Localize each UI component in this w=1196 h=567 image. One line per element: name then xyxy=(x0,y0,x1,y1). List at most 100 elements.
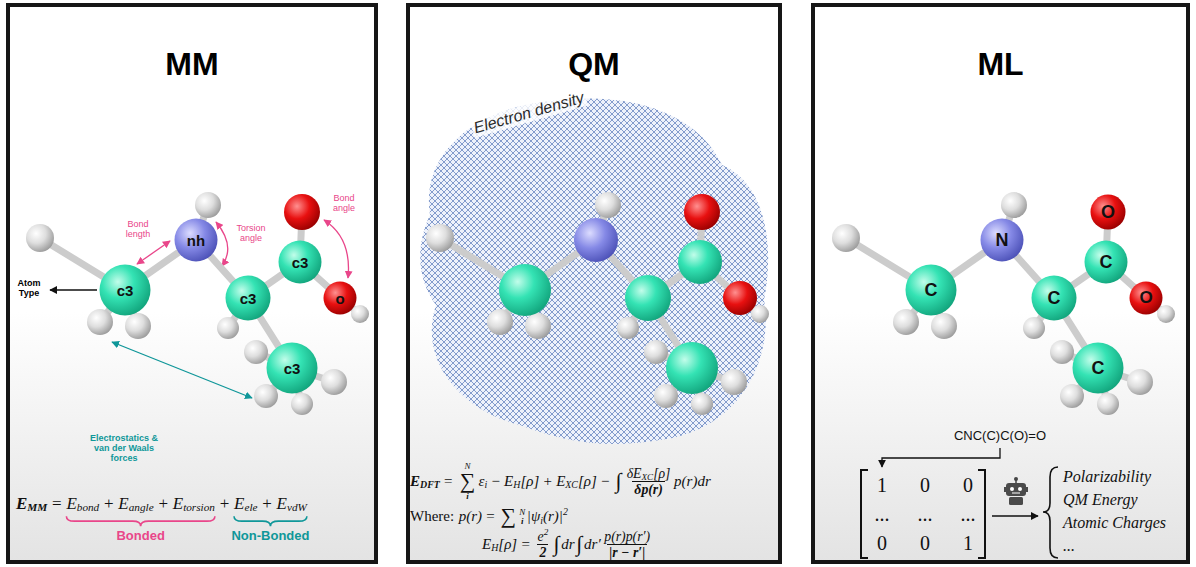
sphere-fill xyxy=(1130,282,1163,315)
formula-token: i xyxy=(540,515,543,526)
atom-sphere: c3 xyxy=(278,240,322,284)
fraction: p(r)p(r′)|r − r′| xyxy=(602,529,652,560)
text-label: CNC(C)C(O)=O xyxy=(954,428,1046,443)
density-ground xyxy=(420,99,768,444)
formula-token: + xyxy=(543,473,551,490)
atom-sphere: o xyxy=(323,281,357,315)
formula-token: ∑ xyxy=(501,506,517,528)
text-label: Bond length xyxy=(122,220,154,240)
text-label: QM Energy xyxy=(1063,491,1138,509)
atom-label: C xyxy=(1100,252,1113,273)
bond-stick xyxy=(315,275,329,288)
heavy-atoms xyxy=(499,194,757,394)
formula-token: [ρ] xyxy=(653,466,670,481)
atom-label: o xyxy=(335,290,344,307)
atom-sphere: C xyxy=(1072,342,1124,394)
formula-token: E xyxy=(410,473,420,490)
formula-line: EMM=Ebond+Eangle+Etorsion+Eele+EvdW xyxy=(16,494,307,514)
atom-label: c3 xyxy=(117,282,134,299)
formula-token: p(r)dr xyxy=(674,473,711,490)
oxygen-atom xyxy=(284,194,320,230)
hydrogen-atoms xyxy=(832,192,1175,415)
formula-token: E xyxy=(66,494,76,514)
bond-stick xyxy=(1015,255,1040,282)
atom-label: c3 xyxy=(292,254,309,271)
bond-stick xyxy=(209,255,234,282)
panel-ground xyxy=(811,3,1190,564)
formula-line: EDFT=N∑iεi−EH[ρ]+EXC[ρ]−∫δEXC[ρ]δp(r)p(r… xyxy=(410,462,711,501)
robot-icon xyxy=(1004,477,1028,505)
text-label: 0 xyxy=(963,474,973,497)
formula-slot: |r − r′| xyxy=(607,544,647,560)
limits-stack: N∑i xyxy=(458,462,477,501)
formula-token: bond xyxy=(77,501,99,514)
formula-token: δp(r) xyxy=(634,482,663,497)
formula-slot: N xyxy=(465,462,471,471)
density-mesh xyxy=(420,99,768,444)
sphere-fill xyxy=(981,219,1024,262)
formula-token: ele xyxy=(244,501,257,514)
formula-token: angle xyxy=(129,501,154,514)
formula-line: EH[ρ]=e22∫dr∫dr′p(r)p(r′)|r − r′| xyxy=(482,529,654,560)
formula-token: H xyxy=(513,479,520,490)
atom-sphere: O xyxy=(1129,281,1163,315)
formula-line: Where:p(r)=∑Ni|ψi(r)|2 xyxy=(410,506,568,528)
fraction: e22 xyxy=(536,529,551,560)
matrix-bracket xyxy=(978,470,985,558)
ml-pipeline xyxy=(861,448,1058,558)
formula-token: E xyxy=(482,536,491,553)
formula-token: E xyxy=(173,494,183,514)
bond-stick xyxy=(265,273,283,286)
formula-token: + xyxy=(158,494,168,514)
formula-slot: i xyxy=(466,492,469,501)
sphere-fill xyxy=(324,282,357,315)
output-brace xyxy=(1043,467,1058,558)
formula-token: 2 xyxy=(563,506,568,517)
formula-token: E xyxy=(16,494,27,514)
nonbonded-arrow xyxy=(112,342,252,398)
fraction: δEXC[ρ]δp(r) xyxy=(625,466,673,497)
atom-sphere: C xyxy=(905,264,957,316)
brace-label: Bonded xyxy=(116,528,164,543)
text-label: 0 xyxy=(877,532,887,555)
formula-token: = xyxy=(52,494,62,514)
formula-token: DFT xyxy=(420,479,440,490)
formula-slot: N xyxy=(519,508,525,517)
formula-slot: e2 xyxy=(536,529,551,544)
formula-token: − xyxy=(601,473,609,490)
panel-title: ML xyxy=(815,46,1186,83)
formula-slot: i xyxy=(521,517,524,526)
hydrogen-atoms xyxy=(426,192,769,415)
formula-token: Where: xyxy=(410,508,454,525)
formula-token: − xyxy=(491,473,499,490)
formula-token: [ρ] xyxy=(520,473,539,490)
formula-token: ∫ xyxy=(554,534,560,556)
qm-electron-density xyxy=(420,99,768,444)
text-label: ... xyxy=(918,503,933,526)
formula-token: i xyxy=(485,479,488,490)
formula-token: E xyxy=(234,494,244,514)
formula-token: (r)| xyxy=(543,508,563,525)
bond-stick xyxy=(951,252,986,277)
formula-token: dr xyxy=(561,536,574,553)
formula-token: δE xyxy=(627,466,642,481)
formula-token: |ψ xyxy=(527,508,540,525)
formula-slot: δp(r) xyxy=(632,481,665,497)
atom-sphere: c3 xyxy=(266,342,318,394)
atom-label: O xyxy=(1101,202,1115,223)
formula-token: N xyxy=(519,508,525,517)
text-label: 0 xyxy=(920,532,930,555)
sphere-fill xyxy=(906,265,957,316)
hydrogen-bonds xyxy=(40,205,360,404)
formula-slot: ∑ xyxy=(458,471,477,493)
panel-ground xyxy=(406,3,782,564)
atom-sphere: N xyxy=(980,218,1024,262)
atom-sphere: nh xyxy=(174,218,218,262)
formula-token: XC xyxy=(642,472,654,482)
formula-token: E xyxy=(556,473,565,490)
text-label: ... xyxy=(875,503,890,526)
formula-token: + xyxy=(104,494,114,514)
hydrogen-bonds xyxy=(846,205,1166,404)
encode-arrow xyxy=(882,448,1000,467)
